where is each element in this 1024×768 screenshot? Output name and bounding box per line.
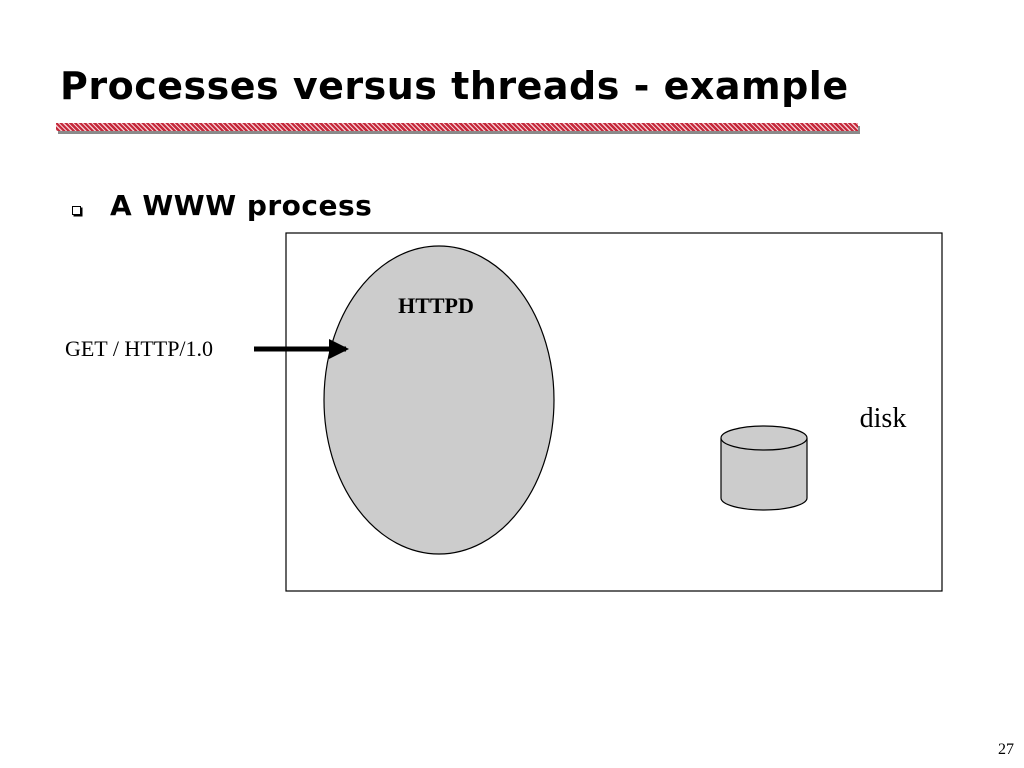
page-number: 27 bbox=[998, 741, 1014, 758]
disk-label: disk bbox=[860, 403, 907, 434]
httpd-label: HTTPD bbox=[398, 293, 474, 318]
title-underline bbox=[56, 123, 858, 131]
slide-title: Processes versus threads - example bbox=[60, 64, 849, 108]
request-label: GET / HTTP/1.0 bbox=[65, 336, 213, 361]
bullet-text: A WWW process bbox=[110, 189, 373, 222]
httpd-ellipse bbox=[323, 245, 555, 555]
bullet-square-icon bbox=[72, 206, 81, 215]
disk-cylinder-icon bbox=[720, 425, 808, 511]
